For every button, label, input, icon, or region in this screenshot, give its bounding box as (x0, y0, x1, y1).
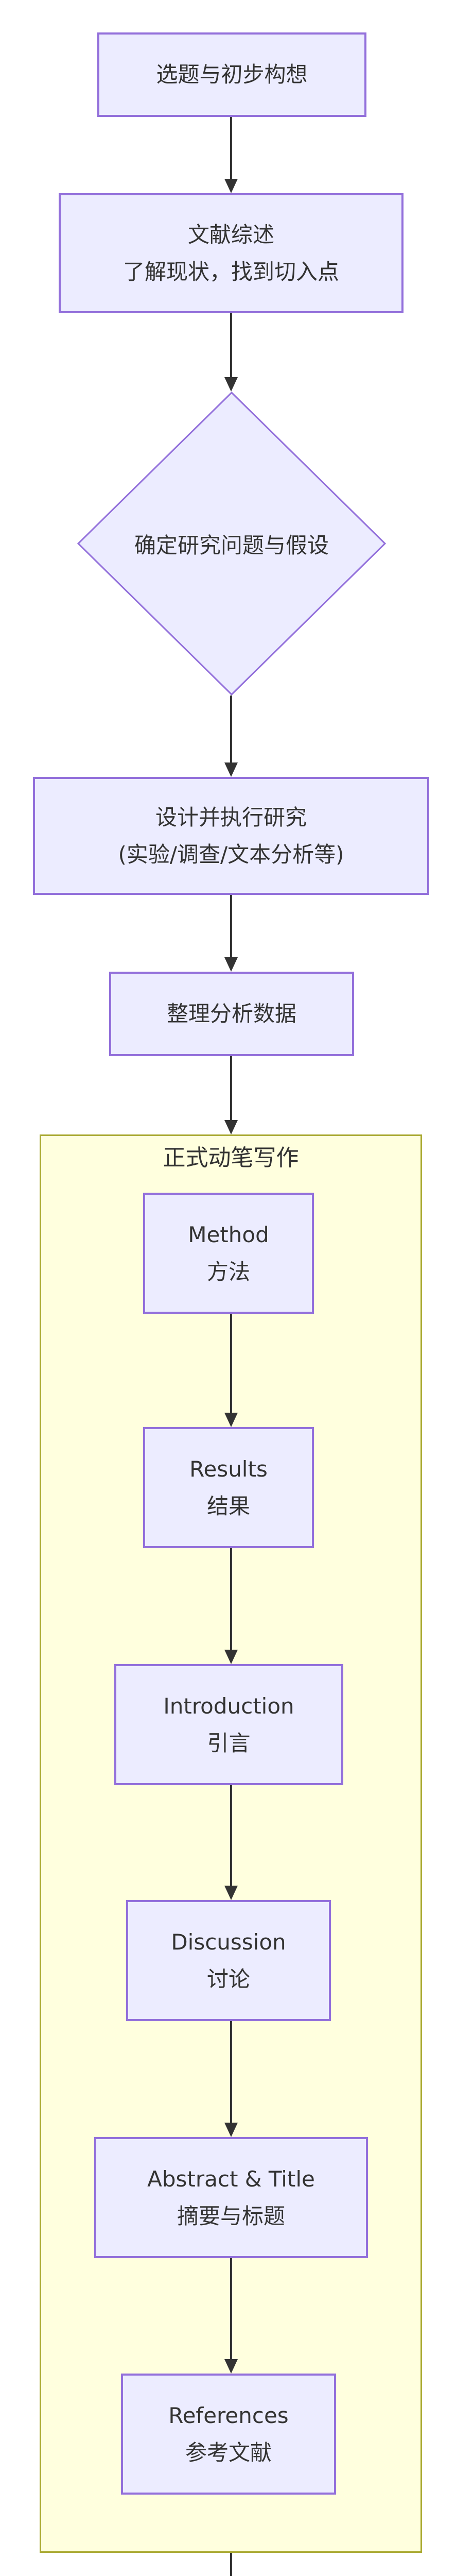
arrowhead-icon (224, 2359, 238, 2374)
node-references-line1: References (168, 2402, 289, 2428)
node-discussion: Discussion 讨论 (126, 1900, 331, 2021)
arrowhead-icon (224, 377, 238, 392)
node-method-line2: 方法 (206, 1259, 250, 1284)
node-decision-label: 确定研究问题与假设 (134, 532, 329, 558)
edge-decision-design (230, 696, 232, 764)
edge-discussion-abstract (230, 2021, 232, 2123)
node-topic-label: 选题与初步构想 (156, 62, 308, 87)
arrowhead-icon (224, 957, 238, 972)
edge-topic-literature (230, 117, 232, 180)
edge-literature-decision (230, 313, 232, 378)
arrowhead-icon (224, 179, 238, 193)
edge-method-results (230, 1314, 232, 1413)
arrowhead-icon (224, 1413, 238, 1427)
edge-data-writing (230, 1056, 232, 1121)
arrowhead-icon (224, 2123, 238, 2137)
node-results-line1: Results (189, 1456, 268, 1482)
node-topic: 选题与初步构想 (97, 32, 366, 117)
arrowhead-icon (224, 1120, 238, 1134)
node-abstract: Abstract & Title 摘要与标题 (94, 2137, 368, 2258)
node-abstract-line2: 摘要与标题 (177, 2203, 285, 2229)
node-data-label: 整理分析数据 (166, 1001, 296, 1026)
node-results: Results 结果 (143, 1427, 314, 1548)
node-results-line2: 结果 (206, 1493, 250, 1519)
node-introduction: Introduction 引言 (114, 1664, 343, 1785)
decision-diamond-shape (77, 391, 387, 696)
node-references-line2: 参考文献 (185, 2439, 272, 2465)
edge-writing-revise (230, 2553, 232, 2576)
arrowhead-icon (224, 1886, 238, 1900)
node-abstract-line1: Abstract & Title (147, 2166, 315, 2192)
node-design-line1: 设计并执行研究 (155, 804, 307, 830)
edge-introduction-discussion (230, 1785, 232, 1886)
node-introduction-line2: 引言 (207, 1730, 251, 1756)
node-discussion-line2: 讨论 (206, 1966, 250, 1992)
node-discussion-line1: Discussion (171, 1929, 286, 1955)
node-introduction-line1: Introduction (163, 1693, 294, 1719)
subgraph-writing-title: 正式动笔写作 (163, 1145, 299, 1171)
node-literature-line1: 文献综述 (187, 222, 274, 247)
edge-results-introduction (230, 1548, 232, 1650)
arrowhead-icon (224, 762, 238, 777)
node-decision: 确定研究问题与假设 (77, 391, 387, 696)
node-literature: 文献综述 了解现状，找到切入点 (59, 193, 404, 313)
arrowhead-icon (224, 1650, 238, 1664)
node-method-line1: Method (188, 1222, 269, 1247)
node-method: Method 方法 (143, 1193, 314, 1314)
edge-abstract-references (230, 2258, 232, 2359)
node-data: 整理分析数据 (109, 972, 354, 1056)
node-design: 设计并执行研究 (实验/调查/文本分析等) (33, 777, 429, 895)
node-references: References 参考文献 (121, 2374, 336, 2495)
node-design-line2: (实验/调查/文本分析等) (118, 841, 344, 867)
edge-design-data (230, 895, 232, 958)
node-literature-line2: 了解现状，找到切入点 (122, 259, 339, 284)
